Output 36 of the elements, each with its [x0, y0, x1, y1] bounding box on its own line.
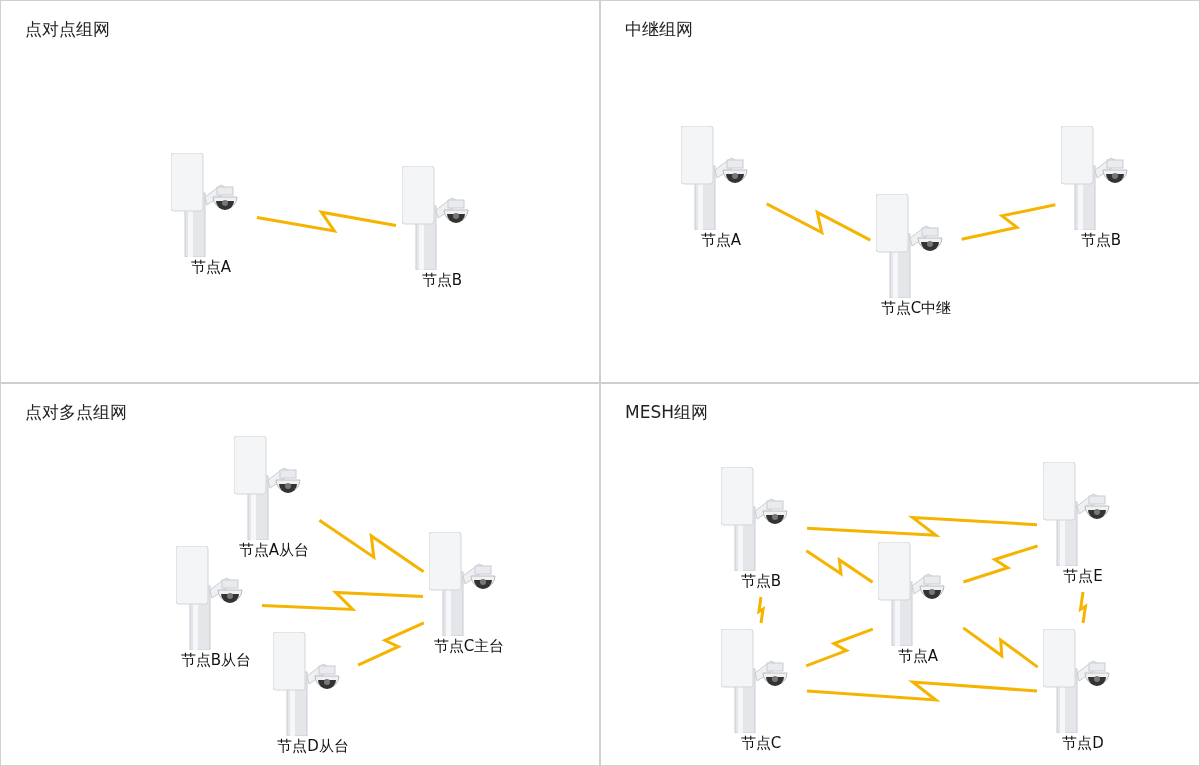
node-label: 节点B从台	[179, 651, 253, 670]
lightning-link	[756, 596, 766, 624]
lightning-link	[805, 549, 874, 584]
panel	[0, 383, 600, 766]
node-label: 节点C主台	[432, 637, 506, 656]
panel-title: 点对点组网	[25, 18, 110, 41]
lightning-link	[962, 626, 1039, 669]
node-label: 节点B	[1079, 231, 1123, 250]
node-label: 节点A	[896, 647, 940, 666]
panel	[0, 0, 600, 383]
lightning-link	[805, 627, 874, 668]
node-label: 节点A	[699, 231, 743, 250]
node-label: 节点C中继	[879, 299, 953, 318]
node-label: 节点B	[420, 271, 464, 290]
panel	[600, 0, 1200, 383]
node-label: 节点D	[1061, 734, 1105, 753]
node-label: 节点D从台	[276, 737, 350, 756]
node-label: 节点B	[739, 572, 783, 591]
lightning-link	[806, 680, 1038, 702]
lightning-link	[1078, 591, 1088, 624]
lightning-link	[806, 515, 1038, 538]
node-label: 节点A从台	[237, 541, 311, 560]
lightning-link	[256, 210, 397, 234]
lightning-link	[961, 203, 1056, 241]
panel-title: 中继组网	[625, 18, 693, 41]
node-label: 节点E	[1062, 567, 1104, 586]
node-label: 节点C	[739, 734, 783, 753]
panel-title: MESH组网	[625, 401, 708, 424]
lightning-link	[357, 621, 425, 667]
lightning-link	[318, 519, 425, 573]
panel-title: 点对多点组网	[25, 401, 127, 424]
lightning-link	[962, 544, 1039, 584]
panel	[600, 383, 1200, 766]
lightning-link	[766, 202, 871, 242]
lightning-link	[261, 590, 424, 612]
node-label: 节点A	[189, 258, 233, 277]
